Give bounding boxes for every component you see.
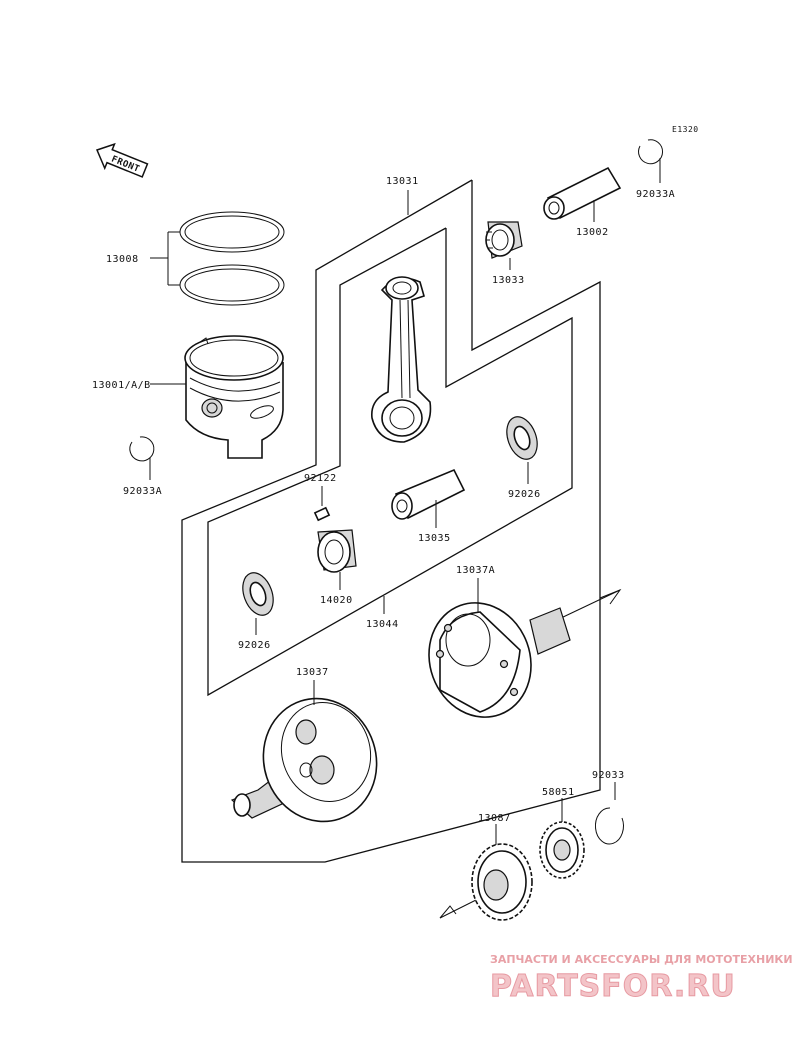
crank-half-right xyxy=(428,588,622,718)
part-label-92033: 92033 xyxy=(592,770,625,781)
thrust-washer-left xyxy=(242,572,274,616)
assembly-outline-13044 xyxy=(207,227,573,697)
thrust-washer-right xyxy=(506,416,538,460)
part-label-13035: 13035 xyxy=(418,533,451,544)
assembly-outline-13031 xyxy=(181,179,601,863)
part-label-13002: 13002 xyxy=(576,227,609,238)
part-label-92033a-left: 92033A xyxy=(123,486,162,497)
part-label-92026-right: 92026 xyxy=(508,489,541,500)
part-label-13033: 13033 xyxy=(492,275,525,286)
part-label-13044: 13044 xyxy=(366,619,399,630)
circlip-left xyxy=(129,436,155,462)
ref-code: E1320 xyxy=(672,125,699,134)
circlip-top xyxy=(638,139,663,165)
watermark-subtitle: ЗАПЧАСТИ И АКСЕССУАРЫ ДЛЯ МОТОТЕХНИКИ xyxy=(490,953,793,966)
crank-half-left xyxy=(230,697,378,823)
piston xyxy=(184,335,284,459)
watermark-logo: PARTSFOR.RU xyxy=(490,969,736,1004)
connecting-rod xyxy=(371,276,432,443)
part-label-92033a-top: 92033A xyxy=(636,189,675,200)
part-label-13037: 13037 xyxy=(296,667,329,678)
part-label-13008: 13008 xyxy=(106,254,139,265)
part-label-92026-left: 92026 xyxy=(238,640,271,651)
front-arrow-icon: FRONT xyxy=(95,142,149,178)
gear-small xyxy=(539,821,585,879)
needle-bearing-top xyxy=(485,221,523,259)
part-label-14020: 14020 xyxy=(320,595,353,606)
pin-92122 xyxy=(313,506,331,522)
circlip-right xyxy=(594,807,624,845)
needle-bearing-big-end xyxy=(317,529,357,573)
gear-large xyxy=(439,843,533,921)
part-label-58051: 58051 xyxy=(542,787,575,798)
piston-rings xyxy=(179,211,285,306)
part-label-92122: 92122 xyxy=(304,473,337,484)
part-label-13001: 13001/A/B xyxy=(92,380,151,391)
part-label-13087: 13087 xyxy=(478,813,511,824)
crank-pin xyxy=(391,468,466,520)
part-label-13037a: 13037A xyxy=(456,565,495,576)
piston-pin xyxy=(543,166,622,220)
part-label-13031: 13031 xyxy=(386,176,419,187)
